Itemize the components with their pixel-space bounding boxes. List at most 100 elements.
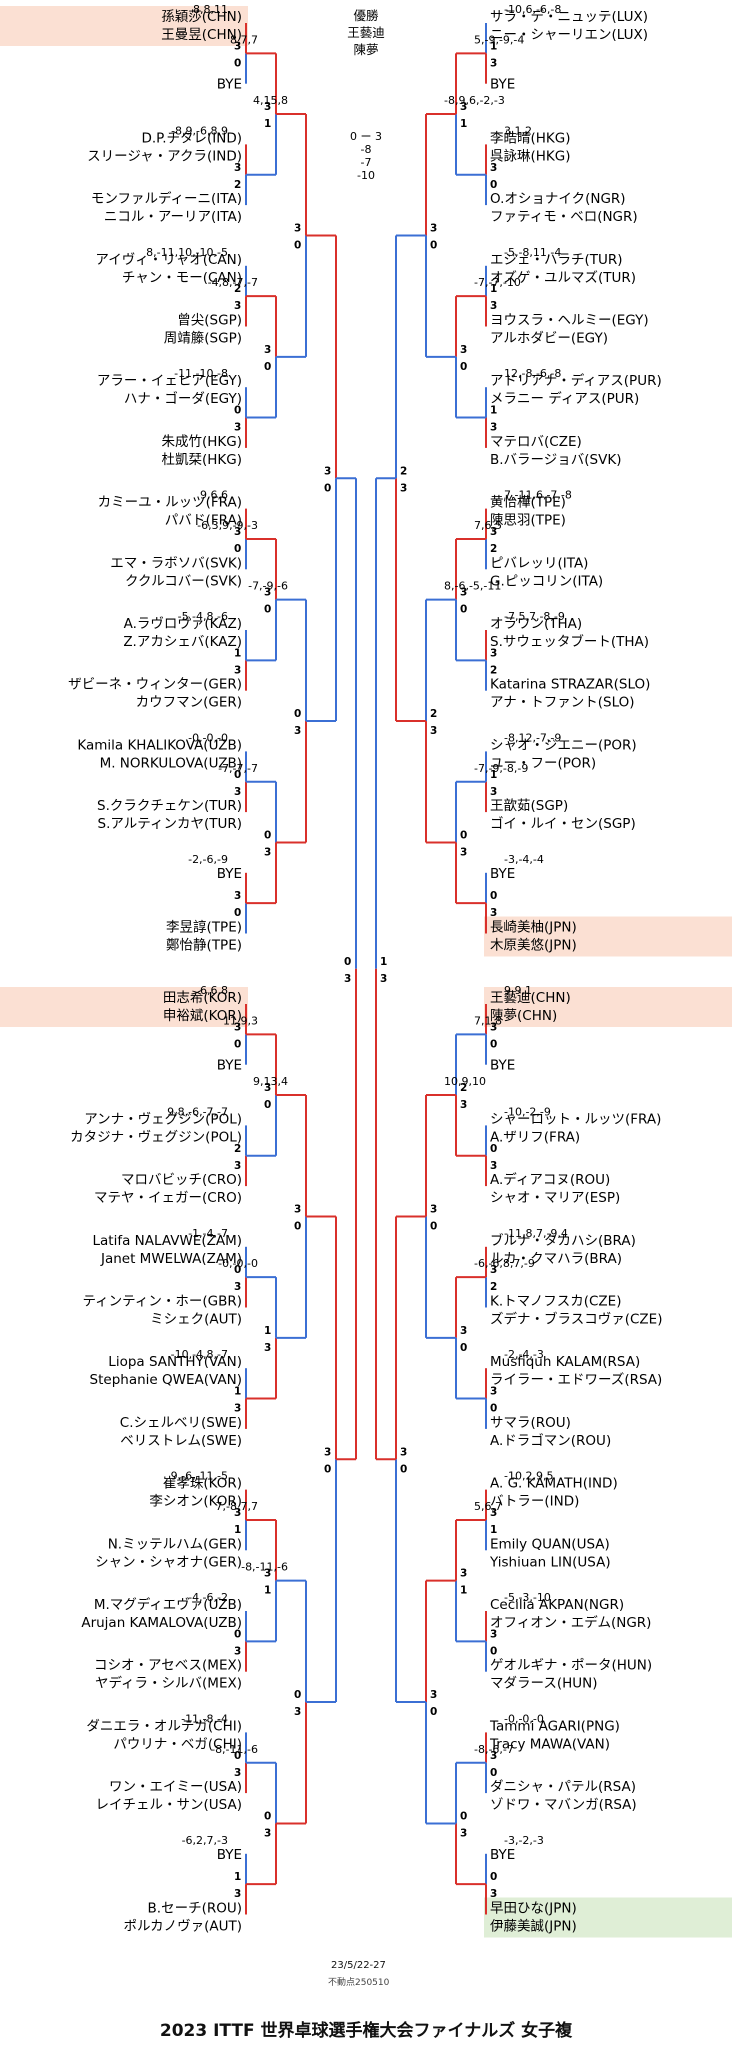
right-r0-m11-game-scores: -2,-4,-3: [504, 1348, 544, 1361]
left-r4-m0-sets-top: 0: [344, 956, 351, 968]
left-entry-15-a: 李昱諄(TPE): [166, 919, 242, 936]
right-entry-14: BYE: [490, 866, 515, 882]
right-r1-m1-game-scores: -7,-7,-10: [474, 276, 521, 289]
left-r3-m1-sets-bottom: 0: [324, 1463, 331, 1475]
right-r1-m6-sets-bottom: 1: [460, 1585, 467, 1597]
right-r4-m0-sets-bottom: 3: [380, 973, 387, 985]
right-r0-m1-sets-top: 3: [490, 162, 497, 174]
right-r3-m0-sets-top: 2: [400, 465, 407, 477]
left-r1-m3-sets-bottom: 3: [264, 846, 271, 858]
right-entry-6-a: アドリアナ・ディアス(PUR): [490, 372, 662, 389]
right-r0-m0-game-scores: -10,6,-6,-8: [504, 3, 561, 16]
left-r2-m3-sets-bottom: 3: [294, 1706, 301, 1718]
right-entry-19-b: シャオ・マリア(ESP): [490, 1190, 620, 1206]
left-entry-0-b: 王曼昱(CHN): [161, 27, 242, 43]
left-r1-m6-sets-top: 3: [264, 1568, 271, 1580]
left-entry-7-b: 杜凱栞(HKG): [162, 452, 243, 468]
left-r1-m5-sets-bottom: 3: [264, 1342, 271, 1354]
right-r0-m6-sets-bottom: 3: [490, 786, 497, 798]
right-entry-20-a: ブルナ・タカハシ(BRA): [490, 1232, 636, 1249]
right-entry-10-a: オラワン(THA): [490, 616, 582, 632]
page-title: 2023 ITTF 世界卓球選手権大会ファイナルズ 女子複: [159, 2021, 573, 2041]
left-entry-12-b: M. NORKULOVA(UZB): [100, 755, 242, 771]
left-r0-m12-sets-top: 3: [234, 1507, 241, 1519]
right-r1-m3-sets-bottom: 3: [460, 846, 467, 858]
left-entry-19-a: マロバビッチ(CRO): [121, 1172, 242, 1188]
left-r1-m7-game-scores: -8,-11,-6: [211, 1743, 258, 1756]
left-r0-m9-sets-bottom: 3: [234, 1160, 241, 1172]
left-r1-m3-sets-top: 0: [264, 829, 271, 841]
left-r1-m6-game-scores: 7,-8,7,7: [216, 1500, 258, 1513]
left-entry-15-b: 鄭怡静(TPE): [166, 938, 242, 954]
left-entry-2-b: スリージャ・アクラ(IND): [87, 148, 242, 164]
right-r1-m7-game-scores: -8,-6,-7: [474, 1743, 514, 1756]
right-r0-m14-sets-top: 3: [490, 1750, 497, 1762]
right-entry-27-b: マダラース(HUN): [490, 1676, 598, 1692]
left-r0-m4-game-scores: 9,6,6: [200, 489, 228, 502]
left-r0-m7-sets-top: 3: [234, 890, 241, 902]
left-r0-m3-game-scores: -11,-10,-8: [174, 367, 228, 380]
left-r4-m0-sets-bottom: 3: [344, 973, 351, 985]
right-r0-m8-game-scores: 9,9,1: [504, 984, 532, 997]
left-r1-m7-sets-bottom: 3: [264, 1827, 271, 1839]
right-entry-21-b: ズデナ・ブラスコヴァ(CZE): [490, 1311, 662, 1328]
right-r0-m6-sets-top: 1: [490, 769, 497, 781]
left-r0-m11-sets-top: 1: [234, 1386, 241, 1398]
left-entry-5-b: 周靖籐(SGP): [164, 331, 242, 347]
left-entry-20-b: Janet MWELWA(ZAM): [100, 1251, 242, 1267]
left-r3-m0-sets-bottom: 0: [324, 482, 331, 494]
right-r0-m0-sets-bottom: 3: [490, 57, 497, 69]
left-r2-m3-sets-top: 0: [294, 1689, 301, 1701]
left-r0-m3-sets-bottom: 3: [234, 422, 241, 434]
left-entry-1: BYE: [217, 77, 242, 93]
right-r0-m11-sets-bottom: 0: [490, 1403, 497, 1415]
right-entry-24-a: A. G. KAMATH(IND): [490, 1476, 618, 1492]
right-entry-12-b: ユー・フー(POR): [490, 755, 596, 771]
right-r1-m3-game-scores: -7,-9,-8,-9: [474, 762, 528, 775]
left-r2-m2-game-scores: 9,13,4: [253, 1075, 288, 1088]
left-r0-m14-sets-top: 0: [234, 1750, 241, 1762]
left-r0-m13-sets-bottom: 3: [234, 1645, 241, 1657]
left-r0-m10-sets-top: 0: [234, 1264, 241, 1276]
final-score-game-3: -10: [357, 169, 375, 182]
left-entry-24-a: 崔孝珠(KOR): [163, 1476, 242, 1492]
left-r0-m11-sets-bottom: 3: [234, 1403, 241, 1415]
right-r1-m2-game-scores: 7,6,5: [474, 519, 502, 532]
right-highlight-16: [484, 987, 732, 1027]
champion-name-1: 王藝迪: [347, 25, 385, 40]
right-r1-m4-sets-bottom: 3: [460, 1099, 467, 1111]
left-entry-18-a: アンナ・ヴェグジン(POL): [84, 1110, 242, 1127]
left-entry-16-b: 申裕斌(KOR): [163, 1008, 242, 1024]
left-entry-31-b: ポルカノヴァ(AUT): [124, 1918, 243, 1935]
left-r1-m3-game-scores: -7,-7,-7: [218, 762, 258, 775]
left-entry-11-b: カウフマン(GER): [136, 695, 242, 711]
right-entry-4-a: エジェ・ハラチ(TUR): [490, 252, 623, 268]
right-r0-m14-game-scores: -0,-0,-0: [504, 1712, 544, 1725]
right-r0-m13-sets-bottom: 0: [490, 1645, 497, 1657]
right-entry-12-a: シャオ・ジエニー(POR): [490, 737, 637, 753]
right-r0-m10-game-scores: -11,8,7,-9,4: [504, 1227, 568, 1240]
right-r1-m5-sets-bottom: 0: [460, 1342, 467, 1354]
left-r2-m0-sets-bottom: 0: [294, 239, 301, 251]
left-r2-m0-sets-top: 3: [294, 222, 301, 234]
left-r2-m2-sets-top: 3: [294, 1203, 301, 1215]
right-entry-11-b: アナ・トファント(SLO): [490, 695, 635, 711]
right-r0-m1-sets-bottom: 0: [490, 179, 497, 191]
left-r0-m10-game-scores: -1,-4,-7: [188, 1227, 228, 1240]
left-entry-7-a: 朱成竹(HKG): [162, 434, 243, 450]
left-entry-29-a: ワン・エイミー(USA): [109, 1779, 242, 1795]
right-entry-8-b: 陳思羽(TPE): [490, 513, 566, 529]
right-entry-23-a: サマラ(ROU): [490, 1415, 571, 1431]
left-r0-m7-sets-bottom: 0: [234, 907, 241, 919]
right-entry-22-b: ライラー・エドワーズ(RSA): [490, 1372, 662, 1388]
left-r0-m0-sets-top: 3: [234, 40, 241, 52]
left-r0-m1-sets-top: 3: [234, 162, 241, 174]
right-entry-7-a: マテロバ(CZE): [490, 434, 582, 450]
left-r0-m1-game-scores: -8,9,-6,8,9: [171, 124, 228, 137]
right-entry-25-a: Emily QUAN(USA): [490, 1536, 610, 1552]
left-entry-3-b: ニコル・アーリア(ITA): [104, 209, 242, 225]
right-r1-m0-sets-top: 3: [460, 101, 467, 113]
left-entry-17: BYE: [217, 1058, 242, 1074]
left-r1-m4-sets-top: 3: [264, 1082, 271, 1094]
